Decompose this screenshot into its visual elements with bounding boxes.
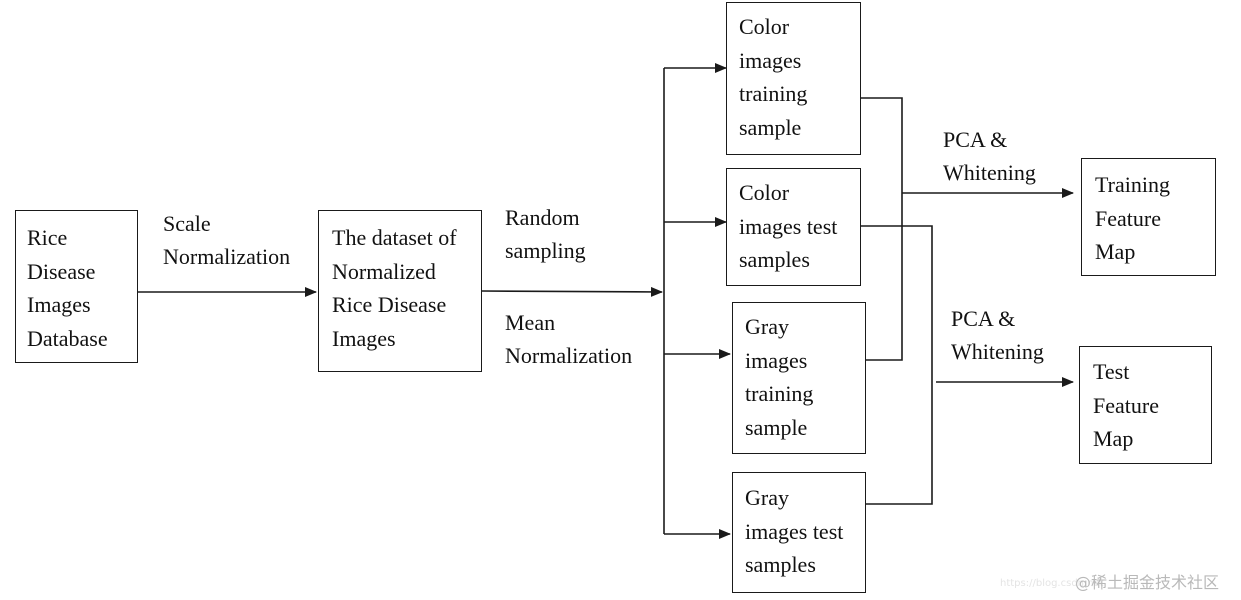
mean-normalization-label: Mean Normalization	[505, 306, 632, 372]
color-test-samples-text: Color images test samples	[739, 176, 856, 277]
pca-whitening-top-label: PCA & Whitening	[943, 123, 1036, 189]
training-feature-map-box: Training Feature Map	[1081, 158, 1216, 276]
color-training-sample-box: Color images training sample	[726, 2, 861, 155]
rice-disease-database-box: Rice Disease Images Database	[15, 210, 138, 363]
gray-training-sample-box: Gray images training sample	[732, 302, 866, 454]
color-test-samples-box: Color images test samples	[726, 168, 861, 286]
arrow-to-splitter	[482, 291, 662, 292]
gray-test-samples-box: Gray images test samples	[732, 472, 866, 593]
random-sampling-label: Random sampling	[505, 201, 586, 267]
training-feature-map-text: Training Feature Map	[1095, 168, 1211, 269]
wire-color-training-out	[861, 98, 902, 193]
wire-gray-test-out	[866, 382, 932, 504]
pca-whitening-bottom-label: PCA & Whitening	[951, 302, 1044, 368]
test-feature-map-text: Test Feature Map	[1093, 355, 1207, 456]
wire-color-test-out	[861, 226, 932, 382]
normalized-dataset-text: The dataset of Normalized Rice Disease I…	[332, 221, 477, 355]
scale-normalization-label: Scale Normalization	[163, 207, 290, 273]
gray-training-sample-text: Gray images training sample	[745, 310, 861, 444]
wire-gray-training-out	[864, 193, 902, 360]
gray-test-samples-text: Gray images test samples	[745, 481, 861, 582]
color-training-sample-text: Color images training sample	[739, 10, 856, 144]
rice-disease-database-text: Rice Disease Images Database	[27, 221, 133, 355]
test-feature-map-box: Test Feature Map	[1079, 346, 1212, 464]
normalized-dataset-box: The dataset of Normalized Rice Disease I…	[318, 210, 482, 372]
watermark: @稀土掘金技术社区	[1075, 573, 1219, 593]
